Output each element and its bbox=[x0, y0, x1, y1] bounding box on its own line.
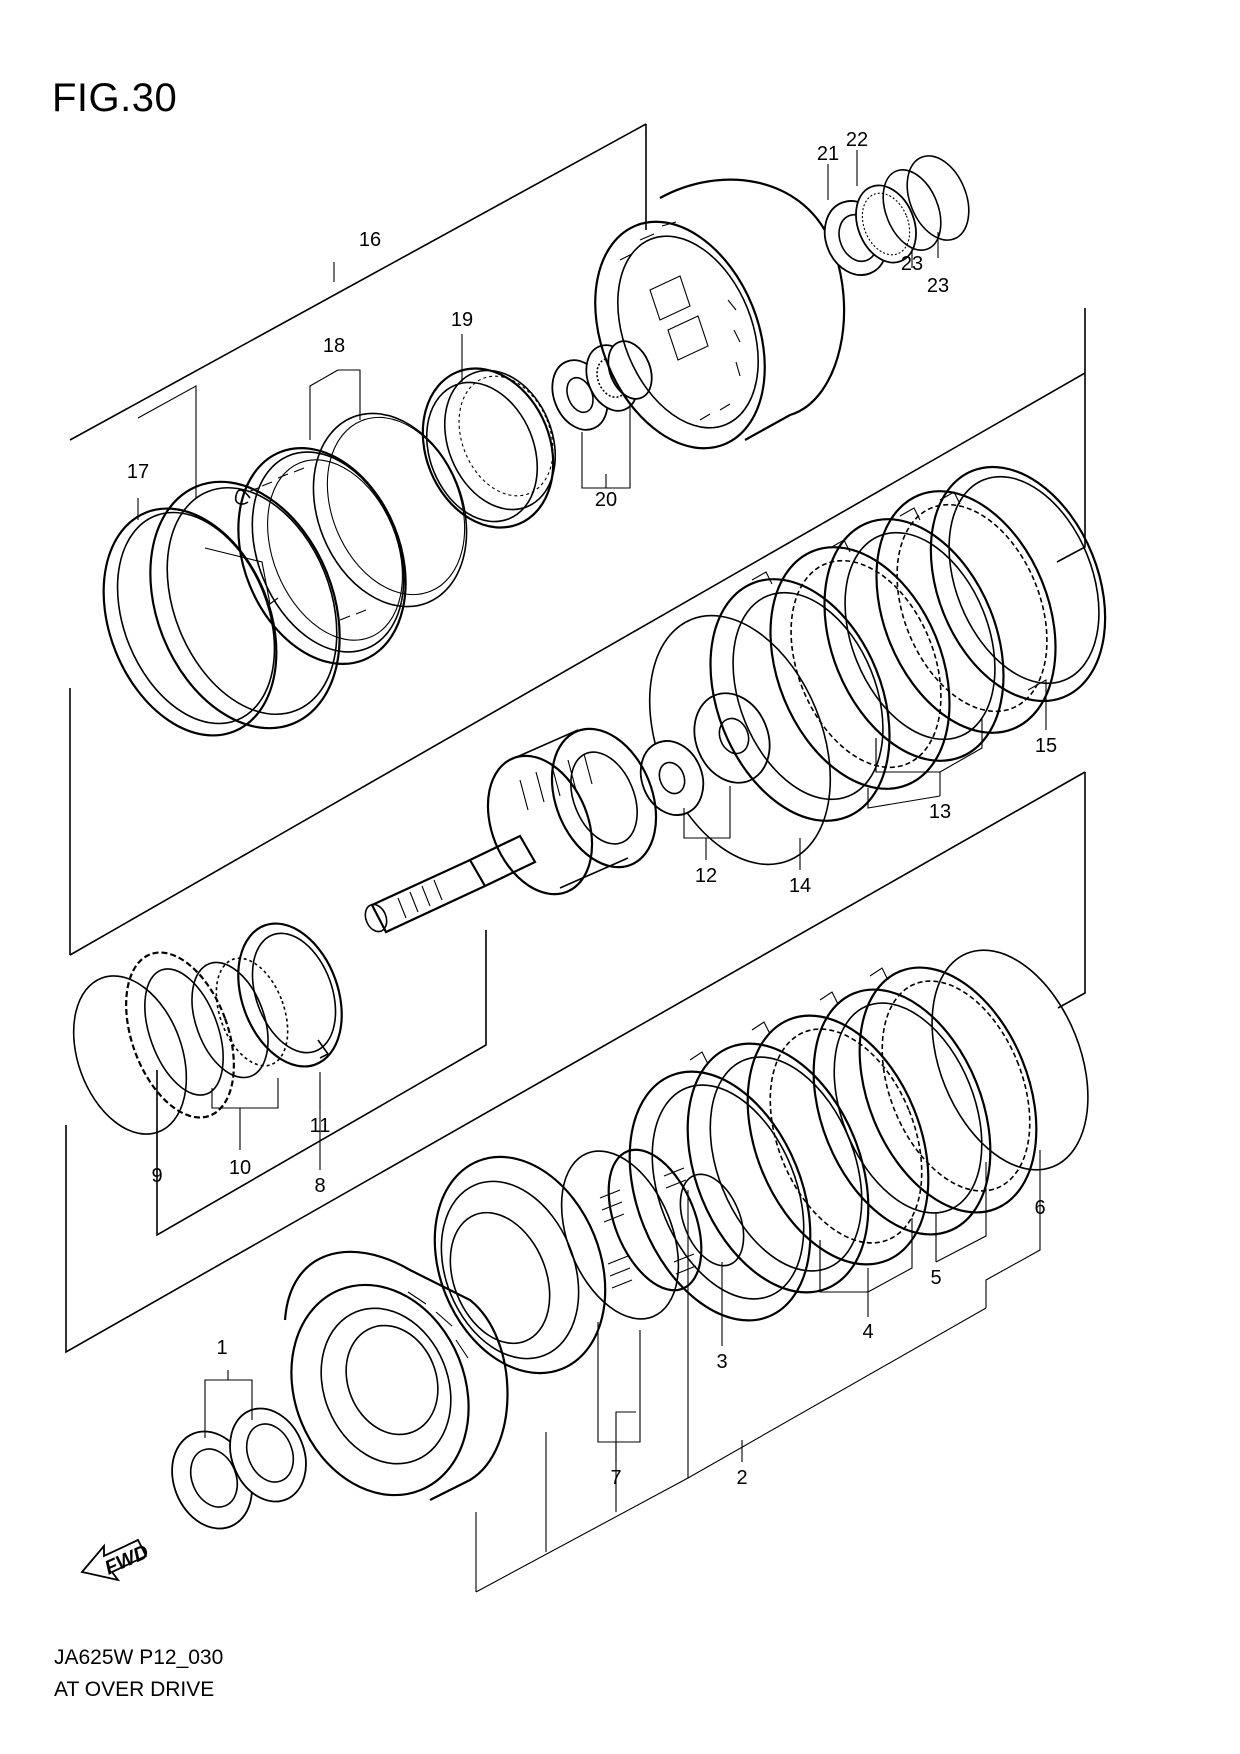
callout-19: 19 bbox=[451, 309, 473, 331]
lower-assembly bbox=[171, 949, 1089, 1530]
callout-12: 12 bbox=[695, 865, 717, 887]
callout-3: 3 bbox=[716, 1351, 727, 1373]
callout-16: 16 bbox=[359, 229, 381, 251]
callout-13: 13 bbox=[929, 801, 951, 823]
figure-name: AT OVER DRIVE bbox=[54, 1678, 215, 1701]
part-piston bbox=[433, 1155, 607, 1375]
part-11-one-way-clutch bbox=[237, 922, 343, 1068]
callout-23b: 23 bbox=[927, 275, 949, 297]
part-1-seal-rings bbox=[171, 1407, 307, 1530]
callout-2: 2 bbox=[736, 1467, 747, 1489]
part-3-snap-ring bbox=[679, 1173, 745, 1267]
upper-assembly bbox=[102, 155, 970, 737]
part-22-bearing bbox=[855, 184, 917, 264]
part-15-retaining-plate bbox=[929, 465, 1107, 703]
part-18-ring-2 bbox=[312, 412, 468, 608]
part-2-clutch-drum bbox=[283, 1250, 509, 1501]
part-drum-ring bbox=[149, 480, 341, 730]
callout-17: 17 bbox=[127, 461, 149, 483]
fwd-arrow-icon: FWD bbox=[80, 1538, 152, 1582]
callout-14: 14 bbox=[789, 875, 811, 897]
callout-21: 21 bbox=[817, 143, 839, 165]
callout-11: 11 bbox=[310, 1115, 331, 1137]
part-20-washer-bearing bbox=[551, 340, 653, 431]
part-13-clutch-plates bbox=[709, 490, 1057, 822]
callout-15: 15 bbox=[1035, 735, 1057, 757]
part-12-thrust-washers bbox=[639, 692, 771, 816]
callout-6: 6 bbox=[1034, 1197, 1045, 1219]
part-19-ring-gear bbox=[421, 367, 557, 529]
callout-22: 22 bbox=[846, 129, 868, 151]
callout-23a: 23 bbox=[901, 253, 923, 275]
figure-title: FIG.30 bbox=[52, 76, 178, 120]
part-planetary-carrier-shaft bbox=[364, 727, 658, 934]
figure-code: JA625W P12_030 bbox=[54, 1646, 224, 1669]
leader-lines bbox=[137, 150, 1047, 1593]
part-drum-housing bbox=[594, 178, 846, 450]
callout-1: 1 bbox=[216, 1337, 227, 1359]
part-23-snap-rings bbox=[882, 155, 970, 251]
callout-10: 10 bbox=[229, 1157, 251, 1179]
part-18-clutch-hub bbox=[234, 447, 407, 665]
part-4-clutch-plates bbox=[628, 967, 930, 1322]
mid-left-assembly bbox=[72, 922, 343, 1135]
callout-8: 8 bbox=[314, 1175, 325, 1197]
callout-20: 20 bbox=[595, 489, 617, 511]
group-brackets bbox=[65, 123, 1086, 1354]
callout-18: 18 bbox=[323, 335, 345, 357]
part-6-snap-ring bbox=[931, 949, 1089, 1171]
part-10-sprocket-gear bbox=[125, 951, 289, 1119]
part-9-snap-ring bbox=[72, 975, 188, 1135]
middle-assembly bbox=[364, 465, 1107, 934]
callout-9: 9 bbox=[151, 1165, 162, 1187]
part-17-snap-ring bbox=[102, 507, 278, 737]
callout-7: 7 bbox=[610, 1467, 621, 1489]
callout-4: 4 bbox=[862, 1321, 873, 1343]
callout-5: 5 bbox=[930, 1267, 941, 1289]
callout-labels: 1 2 3 4 5 6 7 8 9 10 11 12 13 14 15 16 1… bbox=[127, 129, 1057, 1489]
